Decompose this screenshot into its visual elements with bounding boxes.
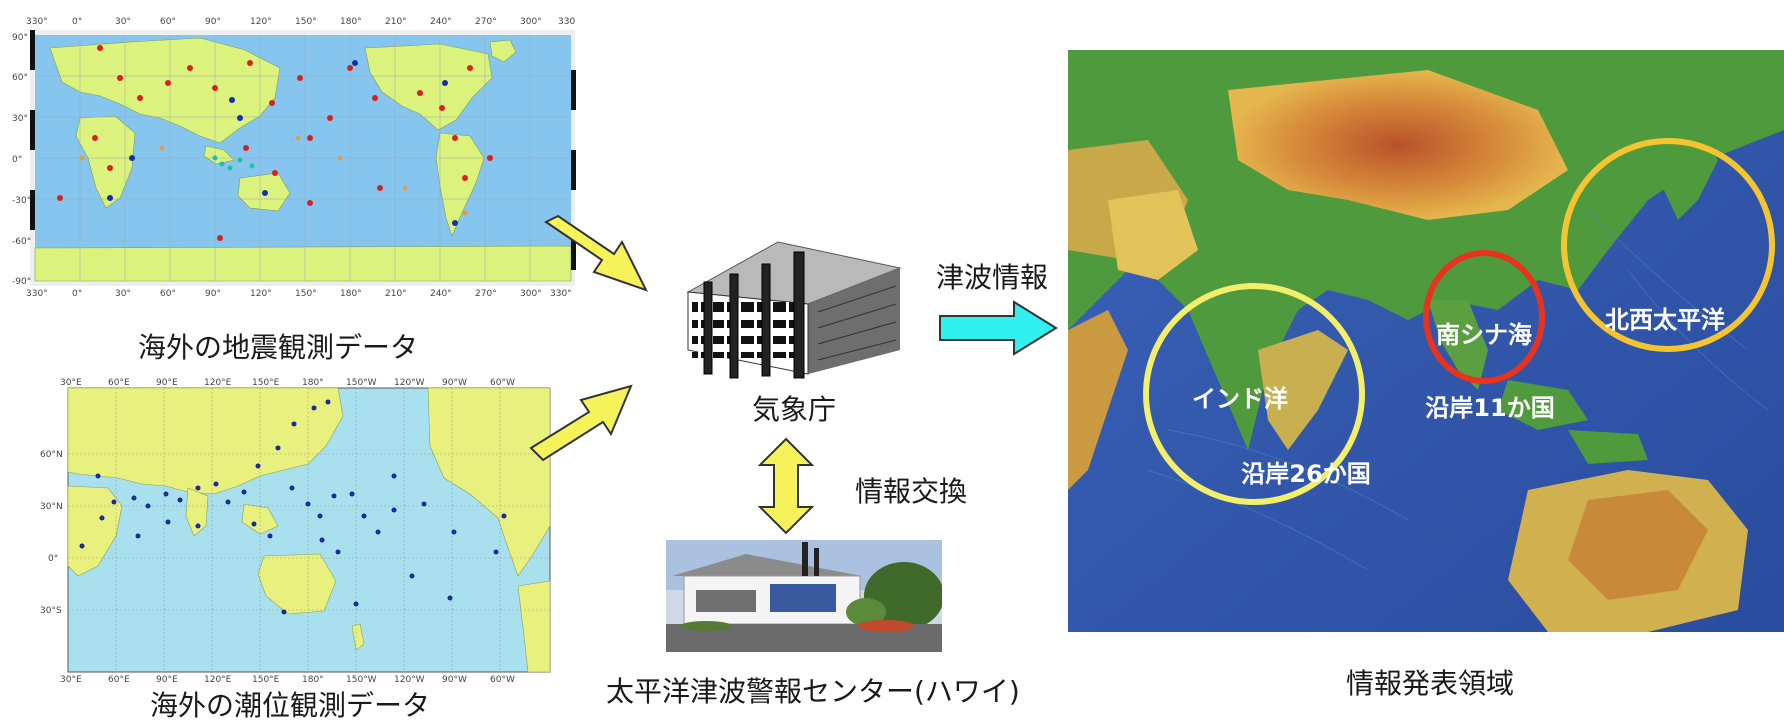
tide-bottom-tick: 180° [302, 675, 324, 685]
tide-bottom-tick: 90°E [156, 675, 178, 685]
seismic-lat-tick: -60° [12, 237, 31, 247]
exchange-label: 情報交換 [855, 475, 968, 508]
tide-bottom-tick: 150°W [346, 675, 377, 685]
tide-bottom-tick: 60°W [490, 675, 515, 685]
tide-top-tick: 120°W [394, 378, 425, 388]
seismic-bottom-tick: 90° [205, 289, 221, 299]
nw-pacific-label: 北西太平洋 [1605, 306, 1725, 334]
seismic-bottom-tick: 210° [385, 289, 407, 299]
tsunami-info-label: 津波情報 [936, 261, 1049, 294]
tsunami-info-arrow [939, 300, 1058, 356]
jma-building-icon [686, 241, 902, 379]
tide-top-tick: 150°W [346, 378, 377, 388]
seismic-bottom-tick: 0° [72, 289, 82, 299]
seismic-top-tick: 330° [26, 17, 48, 27]
seismic-top-tick: 240° [430, 17, 452, 27]
seismic-bottom-tick: 330° [26, 289, 48, 299]
seismic-top-tick: 180° [340, 17, 362, 27]
scs-coast-label: 沿岸11か国 [1425, 394, 1554, 422]
seismic-lat-tick: 0° [12, 155, 22, 165]
tide-lat-tick: 60°N [40, 450, 63, 460]
indian-ocean-label: インド洋 [1192, 385, 1288, 413]
seismic-bottom-tick: 300° [520, 289, 542, 299]
seismic-bottom-tick: 150° [295, 289, 317, 299]
ptwc-photo [666, 540, 942, 652]
nw-pacific-circle [1561, 138, 1775, 352]
tide-caption: 海外の潮位観測データ [150, 689, 431, 722]
seismic-lat-tick: 90° [12, 33, 28, 43]
seismic-top-tick: 300° [520, 17, 542, 27]
info-exchange-arrow [758, 437, 814, 535]
tide-bottom-tick: 60°E [108, 675, 130, 685]
seismic-top-tick: 210° [385, 17, 407, 27]
seismic-top-tick: 120° [250, 17, 272, 27]
tide-lat-tick: 30°N [40, 502, 63, 512]
tide-top-tick: 30°E [60, 378, 82, 388]
tide-bottom-tick: 30°E [60, 675, 82, 685]
tide-top-tick: 60°E [108, 378, 130, 388]
seismic-map: 330° 0° 30° 60° 90° 120° 150° 180° 210° … [10, 8, 576, 300]
tide-bottom-tick: 150°E [252, 675, 280, 685]
seismic-lat-tick: -30° [12, 196, 31, 206]
tide-to-jma-arrow [529, 384, 633, 462]
south-china-sea-circle [1423, 250, 1545, 384]
seismic-bottom-tick: 240° [430, 289, 452, 299]
seismic-lat-tick: 30° [12, 114, 28, 124]
seismic-bottom-tick: 120° [250, 289, 272, 299]
tide-bottom-tick: 120°E [204, 675, 232, 685]
ptwc-caption: 太平洋津波警報センター(ハワイ) [606, 675, 1020, 708]
seismic-bottom-tick: 330° [550, 289, 572, 299]
tide-top-tick: 90°W [442, 378, 467, 388]
tide-top-tick: 180° [302, 378, 324, 388]
tide-top-tick: 120°E [204, 378, 232, 388]
seismic-top-tick: 150° [295, 17, 317, 27]
tide-top-tick: 60°W [490, 378, 515, 388]
seismic-top-tick: 60° [160, 17, 176, 27]
area-caption: 情報発表領域 [1346, 667, 1515, 700]
tide-top-tick: 150°E [252, 378, 280, 388]
tide-map: 30°E 60°E 90°E 120°E 150°E 180° 150°W 12… [38, 376, 558, 686]
tide-bottom-tick: 90°W [442, 675, 467, 685]
tide-bottom-tick: 120°W [394, 675, 425, 685]
warning-area-map: インド洋 沿岸26か国 南シナ海 沿岸11か国 北西太平洋 [1068, 50, 1784, 632]
seismic-top-tick: 270° [475, 17, 497, 27]
seismic-top-tick: 30° [115, 17, 131, 27]
seismic-caption: 海外の地震観測データ [138, 331, 419, 364]
seismic-top-tick: 90° [205, 17, 221, 27]
tide-top-tick: 90°E [156, 378, 178, 388]
seismic-bottom-tick: 60° [160, 289, 176, 299]
seismic-top-tick: 330° [558, 17, 576, 27]
seismic-lat-tick: 60° [12, 73, 28, 83]
indian-ocean-circle [1143, 283, 1365, 505]
tide-lat-tick: 0° [48, 554, 58, 564]
seismic-bottom-tick: 270° [475, 289, 497, 299]
seismic-bottom-tick: 180° [340, 289, 362, 299]
jma-caption: 気象庁 [752, 393, 837, 426]
scs-label: 南シナ海 [1436, 321, 1532, 349]
seismic-bottom-tick: 30° [115, 289, 131, 299]
seismic-to-jma-arrow [544, 214, 648, 292]
indian-coast-label: 沿岸26か国 [1241, 460, 1370, 488]
tide-lat-tick: 30°S [40, 606, 62, 616]
seismic-lat-tick: -90° [12, 277, 31, 287]
seismic-top-tick: 0° [72, 17, 82, 27]
